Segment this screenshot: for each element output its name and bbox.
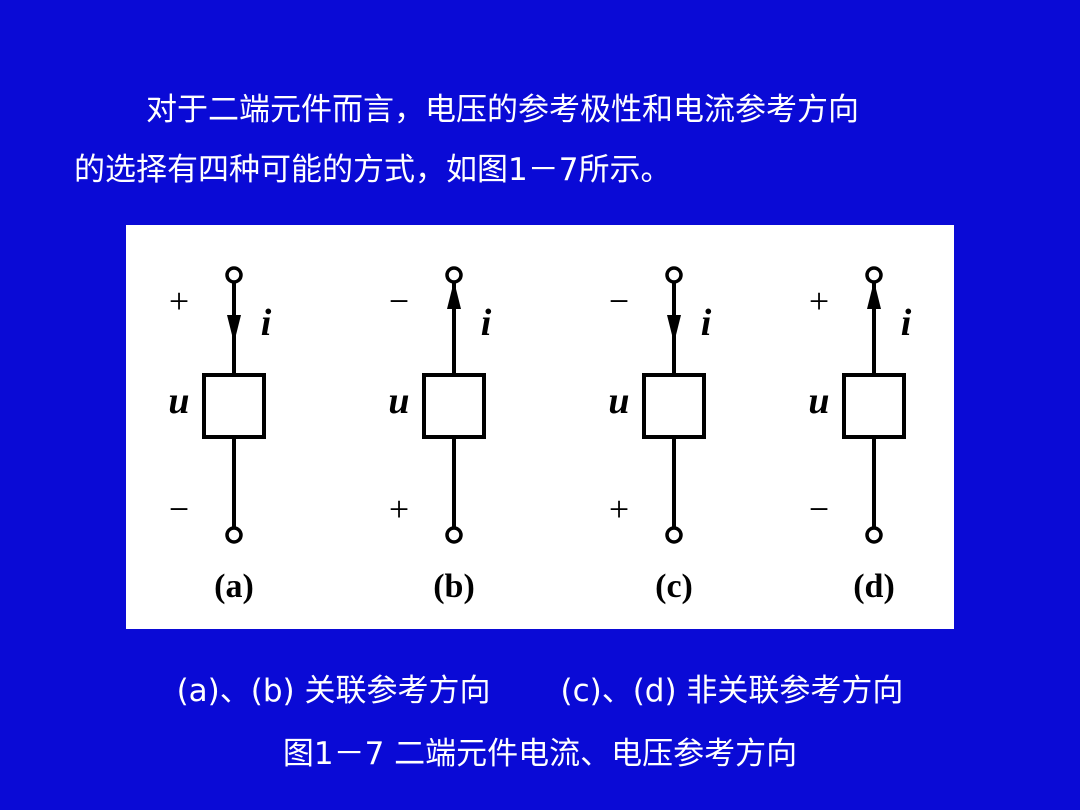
- element-a-current-arrow: [227, 315, 241, 343]
- two-terminal-diagram: i u + − (a) i u − + (b) i u − + (c) i u + − (d): [168, 266, 912, 605]
- element-b-box: [422, 373, 486, 439]
- figure-panel: i u + − (a) i u − + (b) i u − + (c) i u + − (d): [126, 225, 954, 629]
- element-c-bottom-terminal: [665, 526, 683, 544]
- element-a-current-label: i: [261, 302, 272, 344]
- intro-line-1: 对于二端元件而言，电压的参考极性和电流参考方向: [146, 92, 859, 128]
- element-a-voltage-label: u: [168, 380, 189, 422]
- element-b-top-terminal: [445, 266, 463, 284]
- element-d-label: (d): [853, 568, 895, 605]
- element-b-top-polarity: −: [389, 281, 409, 321]
- figure-title: 图1－7 二端元件电流、电压参考方向: [282, 736, 798, 772]
- element-c-current-label: i: [701, 302, 712, 344]
- element-c-label: (c): [655, 568, 693, 605]
- element-a-bottom-polarity: −: [169, 489, 189, 529]
- element-b-label: (b): [433, 568, 475, 605]
- intro-line-2: 的选择有四种可能的方式，如图1－7所示。: [74, 152, 672, 188]
- element-a-box: [202, 373, 266, 439]
- element-c-bottom-polarity: +: [609, 489, 629, 529]
- element-d-voltage-label: u: [808, 380, 829, 422]
- element-a-bottom-terminal: [225, 526, 243, 544]
- element-c-top-terminal: [665, 266, 683, 284]
- element-c-voltage-label: u: [608, 380, 629, 422]
- element-b-current-label: i: [481, 302, 492, 344]
- element-c-top-polarity: −: [609, 281, 629, 321]
- associated-caption: (a)、(b) 关联参考方向: [176, 673, 491, 709]
- element-b-bottom-polarity: +: [389, 489, 409, 529]
- element-a-label: (a): [214, 568, 254, 605]
- element-d-box: [842, 373, 906, 439]
- element-d-top-polarity: +: [809, 281, 829, 321]
- element-b-bottom-terminal: [445, 526, 463, 544]
- intro-paragraph: 对于二端元件而言，电压的参考极性和电流参考方向 的选择有四种可能的方式，如图1－…: [74, 80, 1014, 200]
- element-b-current-arrow: [447, 281, 461, 309]
- non-associated-caption: (c)、(d) 非关联参考方向: [560, 673, 904, 709]
- element-d-current-label: i: [901, 302, 912, 344]
- element-d-top-terminal: [865, 266, 883, 284]
- element-c-current-arrow: [667, 315, 681, 343]
- element-a-top-terminal: [225, 266, 243, 284]
- element-c-box: [642, 373, 706, 439]
- element-d-current-arrow: [867, 281, 881, 309]
- reference-direction-caption: (a)、(b) 关联参考方向 (c)、(d) 非关联参考方向: [0, 665, 1080, 710]
- element-d-bottom-polarity: −: [809, 489, 829, 529]
- element-d-bottom-terminal: [865, 526, 883, 544]
- element-a-top-polarity: +: [169, 281, 189, 321]
- element-b-voltage-label: u: [388, 380, 409, 422]
